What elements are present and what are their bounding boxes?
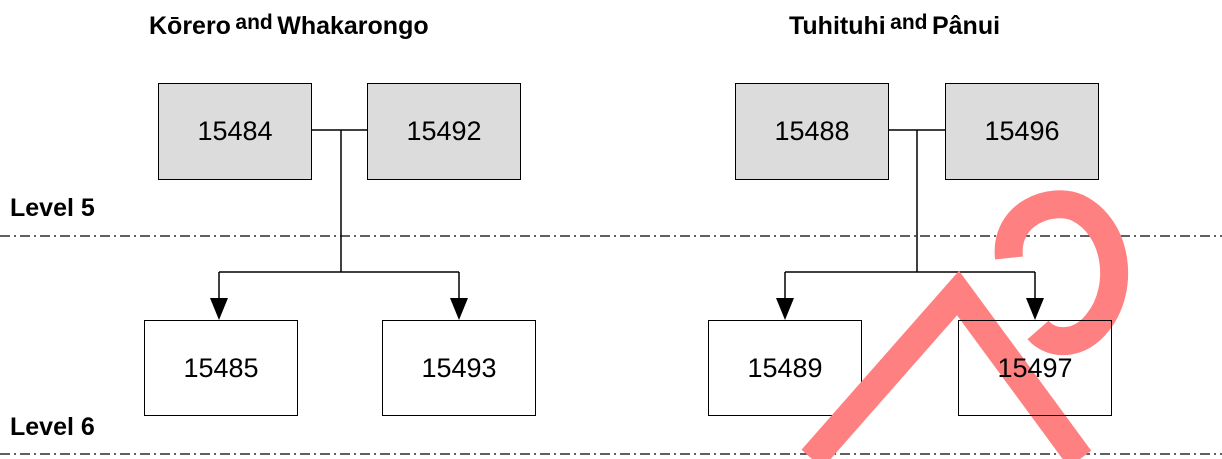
standard-box-15497: 15497 xyxy=(958,320,1112,416)
heading-left-and: and xyxy=(235,11,273,34)
standard-box-15484: 15484 xyxy=(158,83,312,180)
watermark-loop-stroke xyxy=(994,190,1129,356)
arrowhead-15485 xyxy=(210,298,228,320)
standard-box-15492: 15492 xyxy=(367,83,521,180)
heading-left-part1: Kōrero xyxy=(149,12,231,40)
arrowhead-15497 xyxy=(1026,298,1044,320)
standard-box-15493: 15493 xyxy=(382,320,536,416)
left-connector xyxy=(218,129,460,300)
arrowhead-15493 xyxy=(450,298,468,320)
standard-box-15489: 15489 xyxy=(708,320,862,416)
standard-box-15488: 15488 xyxy=(735,83,889,180)
heading-korero-whakarongo: Kōrero and Whakarongo xyxy=(149,11,429,41)
standard-box-15485: 15485 xyxy=(144,320,298,416)
heading-left-part2: Whakarongo xyxy=(277,12,429,40)
watermark-diagonal-stroke xyxy=(801,270,1092,459)
level-5-label: Level 5 xyxy=(10,194,95,222)
standard-box-15496: 15496 xyxy=(945,83,1099,180)
heading-tuhituhi-panui: Tuhituhi and Pânui xyxy=(789,11,1001,41)
heading-right-and: and xyxy=(890,11,928,34)
heading-right-part2: Pânui xyxy=(931,12,1001,40)
arrowhead-15489 xyxy=(776,298,794,320)
right-connector xyxy=(784,129,1036,300)
heading-right-part1: Tuhituhi xyxy=(789,12,886,40)
level-6-label: Level 6 xyxy=(10,413,95,441)
